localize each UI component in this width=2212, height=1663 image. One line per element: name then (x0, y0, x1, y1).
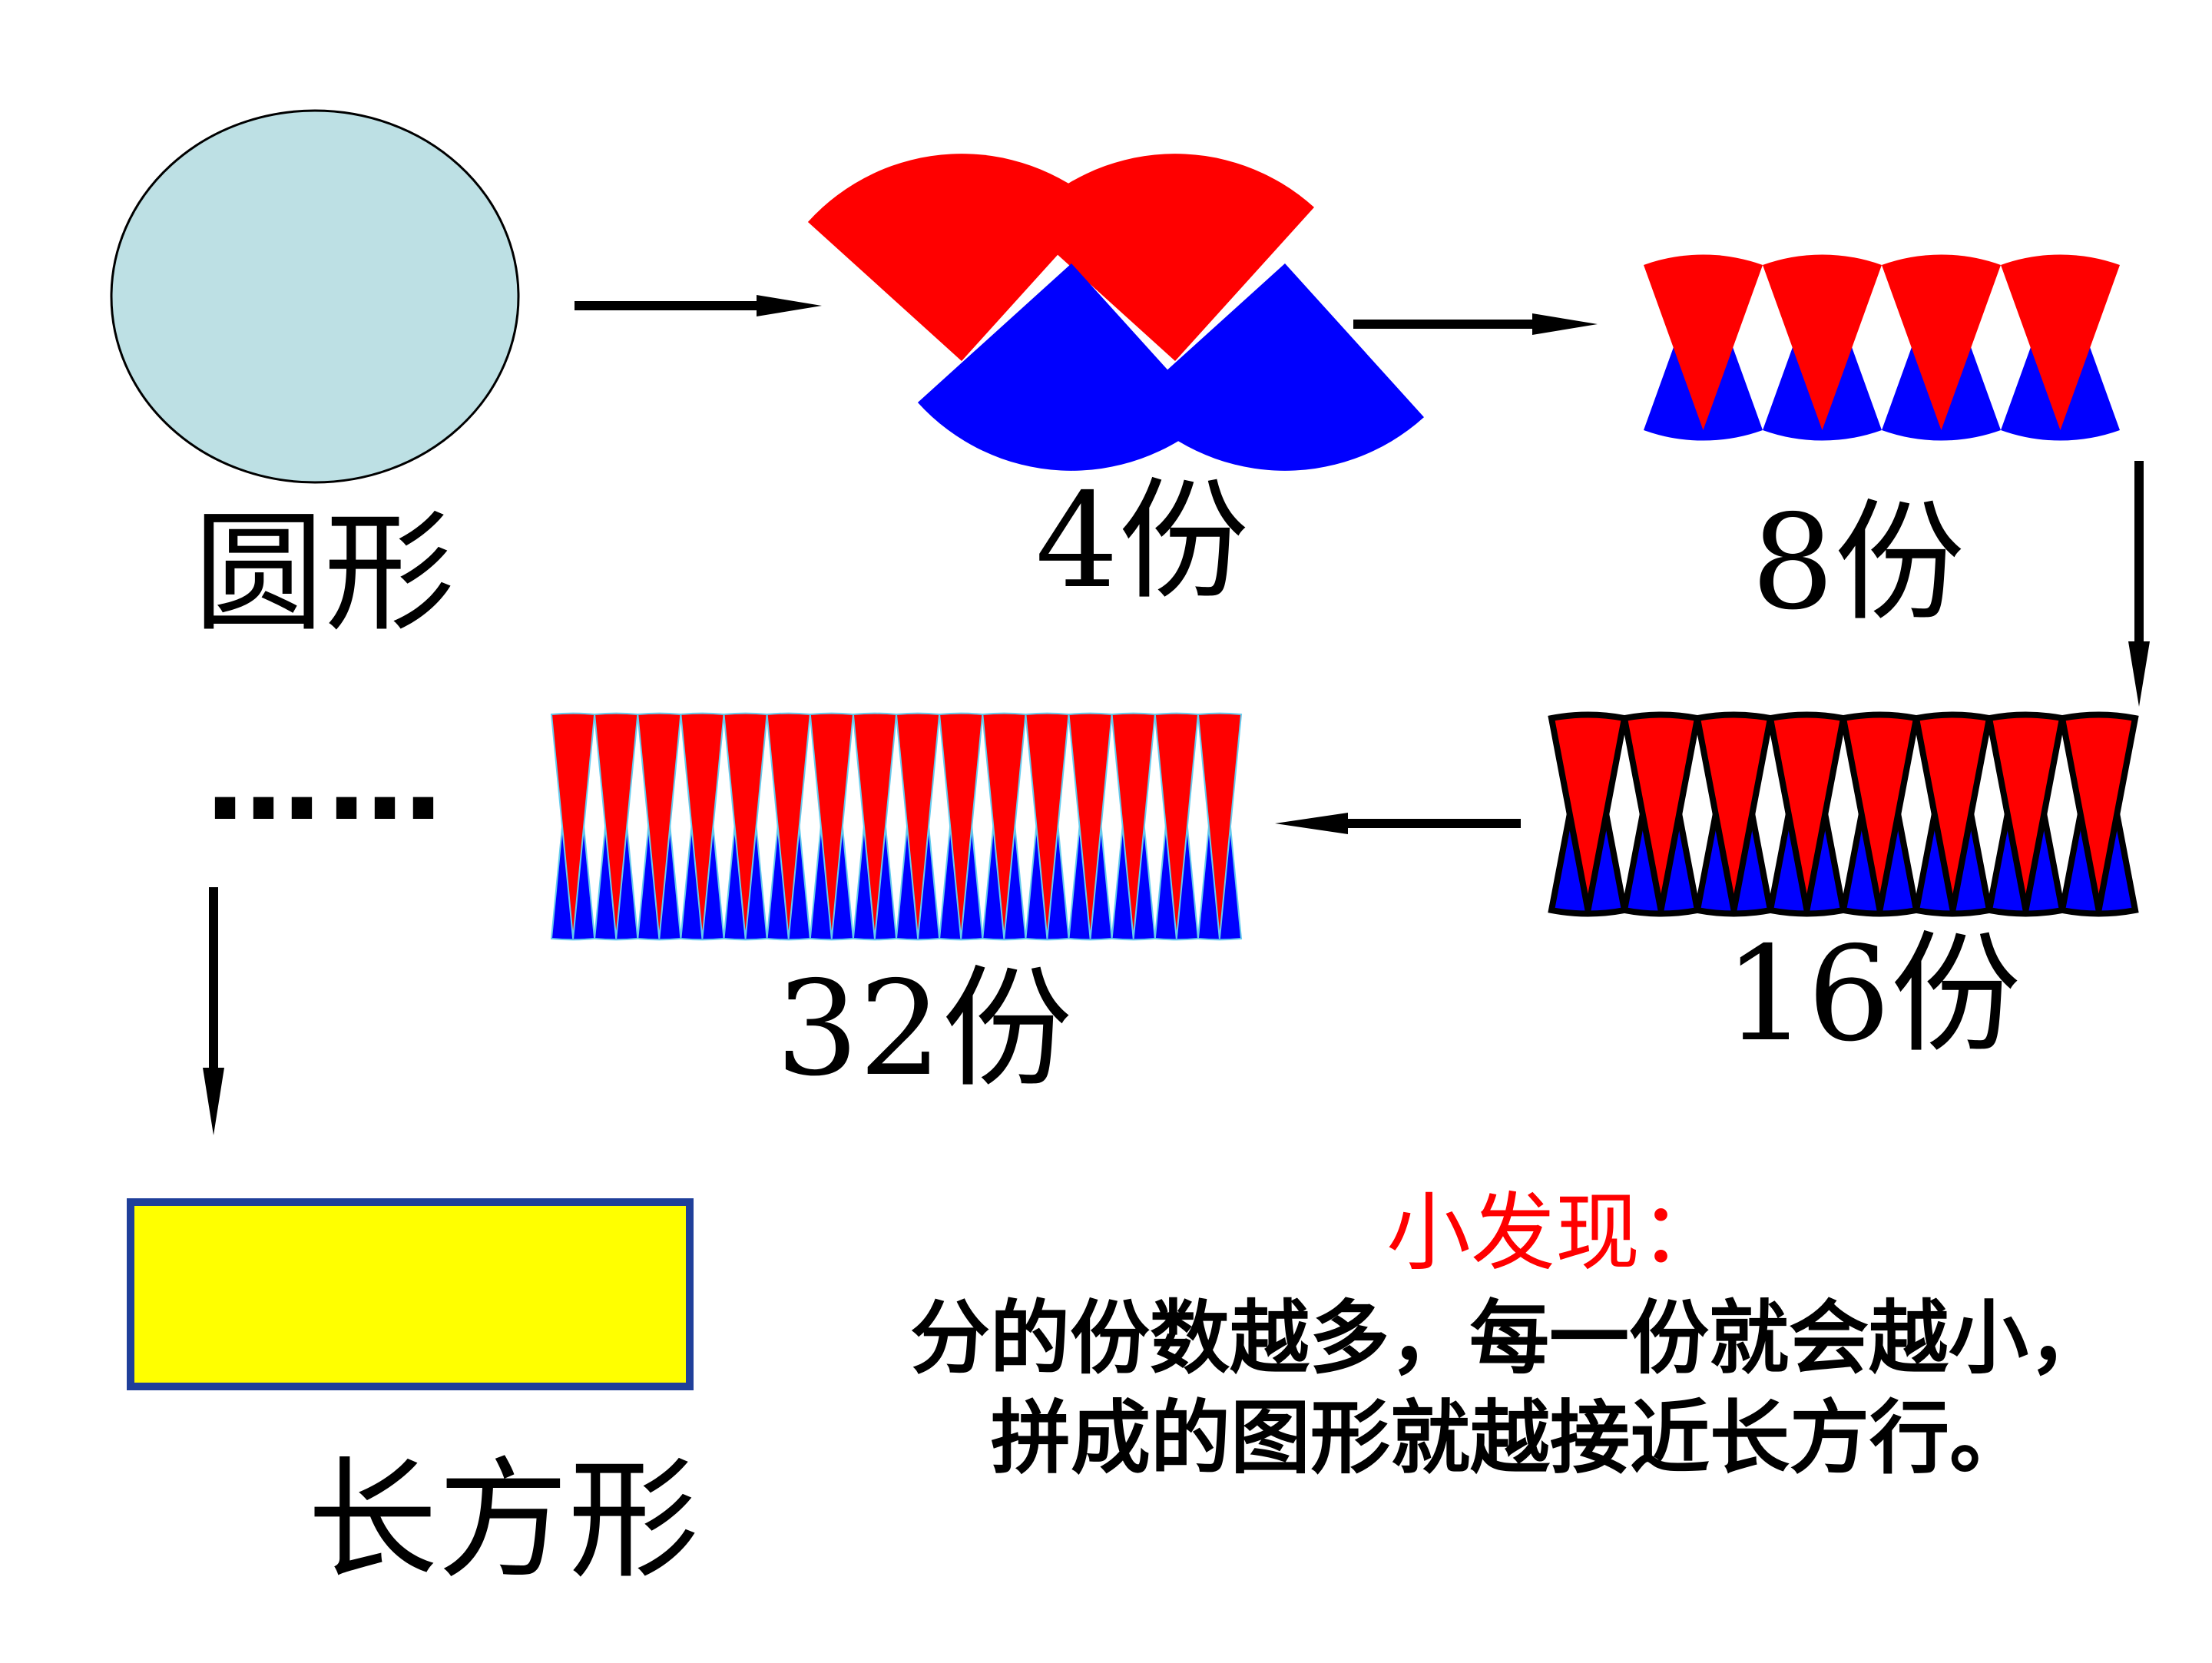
circle-label: 圆形 (194, 498, 455, 650)
rectangle-label: 长方形 (307, 1445, 700, 1597)
parts-4-label: 4份 (1035, 465, 1250, 618)
arrow-4-to-8 (1353, 313, 1598, 335)
parts-8-label: 8份 (1751, 487, 1965, 639)
arrow-circle-to-4 (575, 295, 822, 316)
sector-top (2001, 254, 2120, 430)
sector-top (1763, 254, 1882, 430)
stage-16-shape (1548, 711, 2139, 917)
finding-line-1: 分的份数越多，每一份就会越小， (910, 1291, 2109, 1385)
stage-8-shape (1644, 254, 2120, 441)
arrow-8-to-16 (2128, 461, 2150, 707)
circle-shape (110, 109, 520, 484)
sector-bottom (1131, 263, 1424, 471)
sector-top (1882, 254, 2001, 430)
finding-line-2: 拼成的图形就越接近长方行。 (991, 1391, 2030, 1485)
arrow-16-to-32 (1275, 813, 1521, 834)
finding-title: 小发现： (1386, 1184, 1724, 1282)
sector-top (807, 154, 1101, 361)
sector-top (1021, 154, 1314, 361)
sector-top (1644, 254, 1763, 430)
rectangle-shape (127, 1198, 694, 1390)
ellipsis-mark: …… (206, 713, 449, 846)
stage-4-shape (807, 154, 1424, 471)
sector-top (2058, 711, 2139, 911)
sector-top (1197, 712, 1243, 939)
arrow-to-rectangle (203, 887, 224, 1135)
sector-bottom (917, 263, 1210, 471)
parts-32-label: 32份 (776, 953, 1073, 1105)
stage-32-shape (550, 712, 1243, 941)
parts-16-label: 16份 (1724, 919, 2022, 1071)
